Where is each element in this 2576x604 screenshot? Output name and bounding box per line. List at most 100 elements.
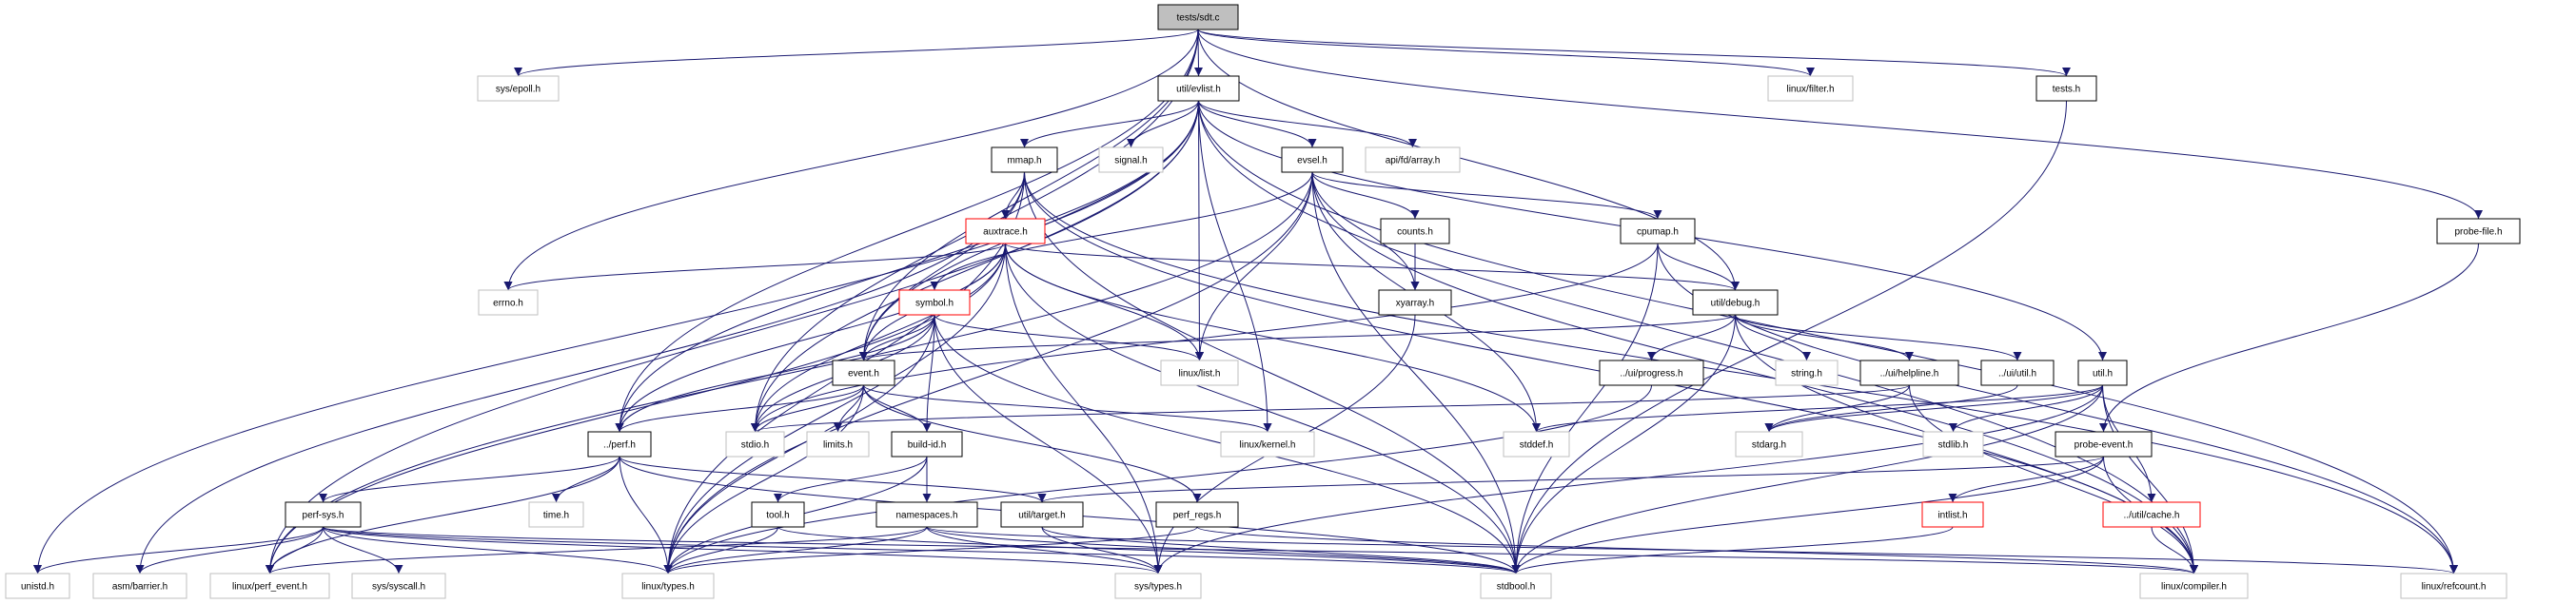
edge-debug-to-stdbool: [1511, 314, 1736, 575]
node-box: [1922, 431, 1984, 458]
node-box: [1692, 289, 1779, 316]
node-box: [832, 360, 895, 386]
edge-namespaces-to-stdbool: [926, 526, 1521, 575]
edge-buildid-to-tool: [774, 456, 928, 503]
edges-layer: [33, 29, 2483, 575]
node-evlist[interactable]: util/evlist.h: [1157, 75, 1240, 102]
edge-perfsys-to-types: [323, 526, 673, 575]
edge-namespaces-to-perfevent: [265, 526, 928, 575]
node-label: sys/epoll.h: [496, 85, 541, 95]
node-namespaces[interactable]: namespaces.h: [875, 501, 978, 528]
node-cache[interactable]: ../util/cache.h: [2102, 501, 2201, 528]
node-tests[interactable]: tests.h: [2035, 75, 2097, 102]
node-label: util/evlist.h: [1176, 85, 1221, 95]
node-stdio: stdio.h: [725, 431, 785, 458]
edge-sdt-to-filter: [1197, 29, 1815, 77]
edge-perfsys-to-compiler: [323, 526, 2198, 575]
edge-perf-to-perfevent: [265, 456, 620, 575]
node-buildid[interactable]: build-id.h: [891, 431, 963, 458]
node-target[interactable]: util/target.h: [1000, 501, 1084, 528]
node-util[interactable]: util.h: [2077, 360, 2128, 386]
node-progress[interactable]: ../ui/progress.h: [1599, 360, 1704, 386]
node-symbol[interactable]: symbol.h: [898, 289, 971, 316]
edge-event-to-buildid: [863, 384, 932, 433]
node-helpline[interactable]: ../ui/helpline.h: [1859, 360, 1959, 386]
edge-evlist-to-fdarray: [1198, 100, 1417, 148]
node-box: [477, 75, 560, 102]
node-refcount: linux/refcount.h: [2400, 573, 2507, 599]
node-perf[interactable]: ../perf.h: [587, 431, 652, 458]
node-xyarray[interactable]: xyarray.h: [1378, 289, 1452, 316]
node-perfsys[interactable]: perf-sys.h: [285, 501, 362, 528]
edge-evlist-to-perf: [615, 100, 1199, 433]
node-box: [898, 289, 971, 316]
edge-debug-to-progress: [1647, 314, 1736, 361]
node-intlist[interactable]: intlist.h: [1921, 501, 1984, 528]
node-filter: linux/filter.h: [1767, 75, 1854, 102]
edge-perfsys-to-stdbool: [323, 526, 1520, 575]
node-label: ../util/cache.h: [2124, 511, 2180, 521]
node-label: perf-sys.h: [303, 511, 344, 521]
edge-probeevent-to-intlist: [1948, 456, 2104, 503]
node-label: linux/types.h: [641, 582, 695, 593]
node-mmap[interactable]: mmap.h: [991, 146, 1058, 173]
edge-event-to-kernel: [863, 384, 1272, 433]
node-label: limits.h: [823, 440, 853, 451]
edge-symbol-to-buildid: [922, 314, 935, 433]
node-uiutil[interactable]: ../ui/util.h: [1980, 360, 2055, 386]
node-label: util.h: [2093, 369, 2113, 380]
node-auxtrace[interactable]: auxtrace.h: [965, 218, 1046, 244]
edge-cpumap-to-debug: [1657, 243, 1740, 291]
node-box: [1735, 431, 1803, 458]
edge-evsel-to-stdbool: [1311, 171, 1521, 575]
node-label: api/fd/array.h: [1386, 156, 1441, 166]
node-debug[interactable]: util/debug.h: [1692, 289, 1779, 316]
node-box: [1114, 573, 1202, 599]
edge-tests-to-stdbool: [1511, 100, 2067, 575]
edge-event-to-perf: [615, 384, 864, 433]
edge-auxtrace-to-systypes: [1005, 243, 1163, 575]
edge-perfregs-to-compiler: [1196, 526, 2198, 575]
node-evsel[interactable]: evsel.h: [1281, 146, 1344, 173]
node-counts[interactable]: counts.h: [1380, 218, 1450, 244]
node-systypes: sys/types.h: [1114, 573, 1202, 599]
node-event[interactable]: event.h: [832, 360, 895, 386]
node-tool[interactable]: tool.h: [751, 501, 805, 528]
node-label: evsel.h: [1297, 156, 1327, 166]
edge-evlist-to-refcount: [1198, 100, 2458, 575]
node-label: tests/sdt.c: [1176, 13, 1219, 24]
edge-symbol-to-systypes: [934, 314, 1163, 575]
node-label: ../ui/helpline.h: [1880, 369, 1939, 380]
node-box: [965, 218, 1046, 244]
node-string: string.h: [1775, 360, 1839, 386]
node-label: linux/refcount.h: [2422, 582, 2487, 593]
edge-sdt-to-debug: [1197, 29, 1740, 291]
node-perfregs[interactable]: perf_regs.h: [1155, 501, 1239, 528]
node-compiler: linux/compiler.h: [2139, 573, 2249, 599]
node-box: [1157, 75, 1240, 102]
node-box: [1380, 218, 1450, 244]
edge-util-to-stdbool: [1511, 384, 2103, 575]
node-box: [2102, 501, 2201, 528]
node-box: [991, 146, 1058, 173]
node-box: [92, 573, 187, 599]
edge-evsel-to-list: [1195, 171, 1313, 361]
node-box: [5, 573, 70, 599]
edge-cpumap-to-stdio: [751, 243, 1659, 433]
node-label: sys/syscall.h: [372, 582, 425, 593]
node-probefile[interactable]: probe-file.h: [2436, 218, 2521, 244]
node-limits: limits.h: [806, 431, 870, 458]
node-box: [587, 431, 652, 458]
edge-progress-to-types: [663, 384, 1652, 575]
edge-util-to-systypes: [1153, 384, 2103, 575]
edge-auxtrace-to-types: [663, 243, 1006, 575]
edge-sdt-to-tests: [1197, 29, 2071, 77]
node-cpumap[interactable]: cpumap.h: [1620, 218, 1696, 244]
node-probeevent[interactable]: probe-event.h: [2055, 431, 2153, 458]
node-label: stdbool.h: [1497, 582, 1536, 593]
node-box: [209, 573, 330, 599]
edge-probeevent-to-target: [1037, 456, 2104, 503]
node-label: cpumap.h: [1637, 227, 1679, 238]
node-sdt[interactable]: tests/sdt.c: [1157, 4, 1239, 30]
